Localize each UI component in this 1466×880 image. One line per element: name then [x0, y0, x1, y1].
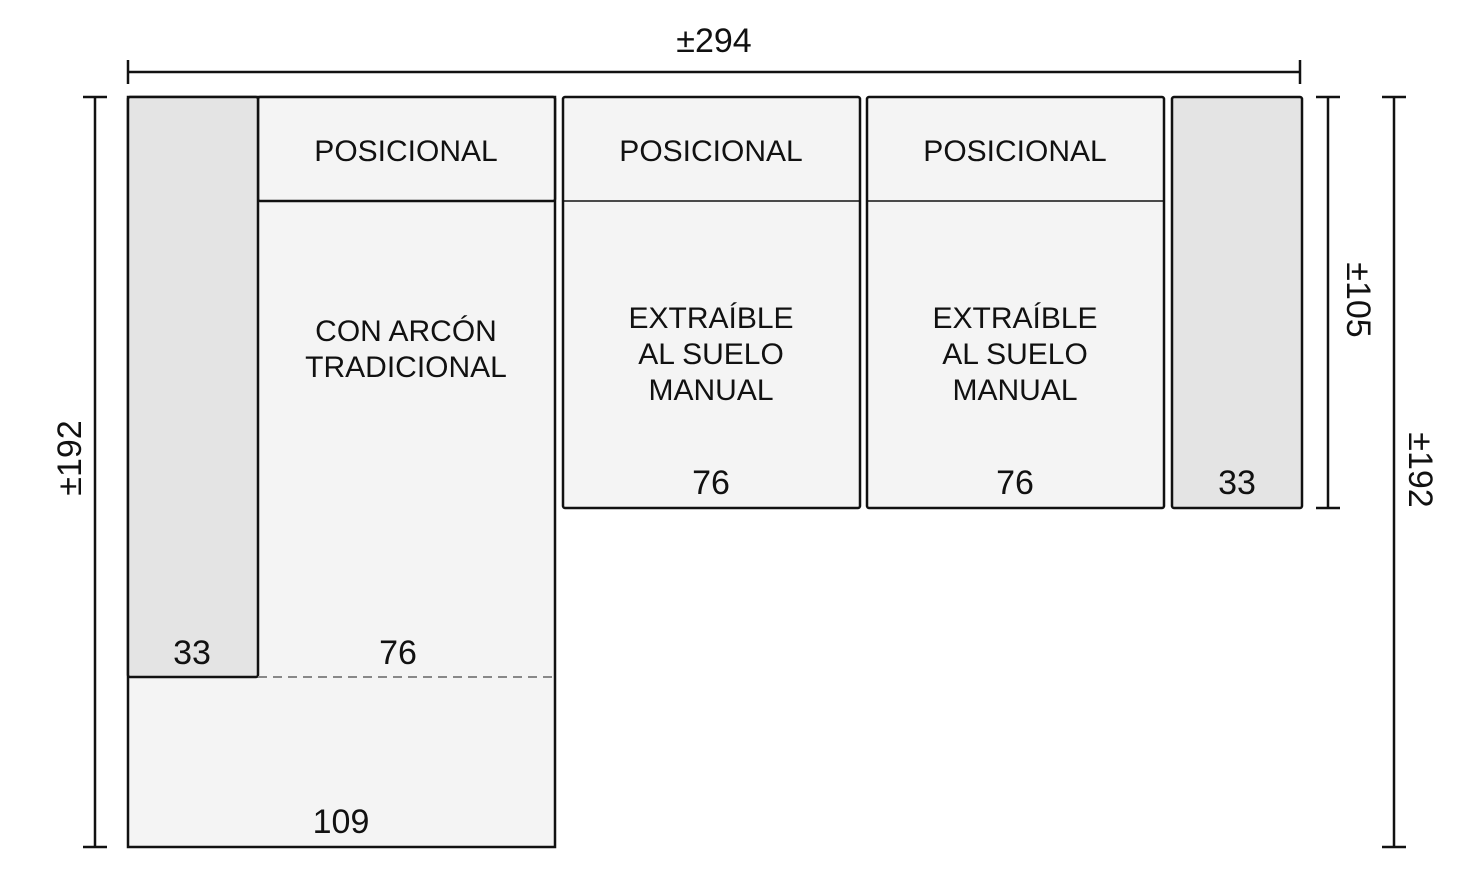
left-arm-module — [126, 95, 260, 679]
dimension-line-right-total — [1382, 95, 1406, 849]
corner-body-line-2: TRADICIONAL — [305, 351, 507, 384]
middle-1-body-line-3: MANUAL — [648, 374, 774, 407]
middle-2-body-label: EXTRAÍBLE AL SUELO MANUAL — [932, 301, 1097, 409]
middle-2-header-label: POSICIONAL — [923, 135, 1107, 168]
right-total-height-label: ±192 — [1401, 432, 1439, 508]
right-arm-module — [1170, 95, 1304, 510]
left-arm-width-label: 33 — [173, 634, 211, 672]
middle-2-width-label: 76 — [996, 464, 1034, 502]
dimension-line-top — [126, 60, 1302, 84]
total-width-label: ±294 — [676, 22, 752, 60]
middle-1-header-label: POSICIONAL — [619, 135, 803, 168]
middle-2-body-line-2: AL SUELO — [942, 338, 1088, 371]
corner-body-line-1: CON ARCÓN — [315, 315, 497, 348]
corner-seat-width-label: 76 — [379, 634, 417, 672]
right-arm-width-label: 33 — [1218, 464, 1256, 502]
right-back-height-label: ±105 — [1339, 262, 1377, 338]
middle-module-1 — [561, 95, 862, 510]
middle-1-body-line-2: AL SUELO — [638, 338, 784, 371]
middle-2-body-line-3: MANUAL — [952, 374, 1078, 407]
corner-header-label: POSICIONAL — [314, 135, 498, 168]
middle-module-2 — [865, 95, 1166, 510]
middle-2-body-line-1: EXTRAÍBLE — [932, 302, 1098, 335]
dimension-line-right-back — [1316, 95, 1340, 510]
dimension-line-left — [83, 95, 107, 849]
middle-1-body-line-1: EXTRAÍBLE — [628, 302, 794, 335]
left-height-label: ±192 — [51, 420, 89, 496]
corner-body-label: CON ARCÓN TRADICIONAL — [305, 314, 507, 386]
middle-1-body-label: EXTRAÍBLE AL SUELO MANUAL — [628, 301, 793, 409]
middle-1-width-label: 76 — [692, 464, 730, 502]
chaise-width-label: 109 — [312, 803, 370, 841]
